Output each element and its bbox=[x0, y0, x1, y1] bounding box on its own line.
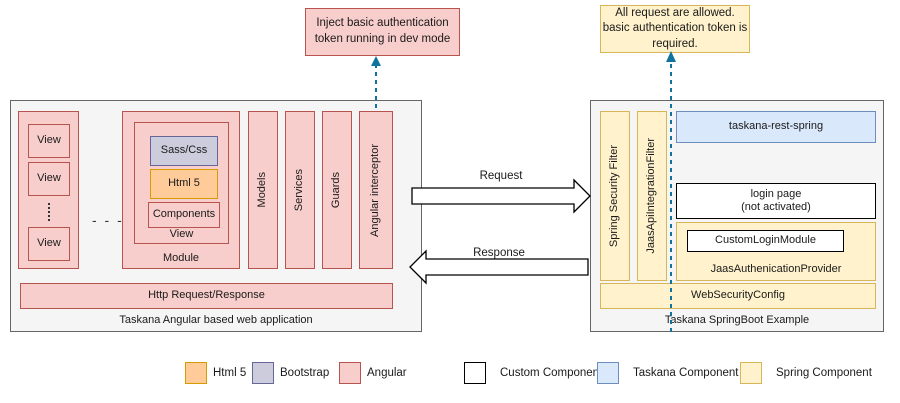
jaas-api-integration-filter-label: JaasApiIntegrationFilter bbox=[645, 138, 658, 254]
web-security-config-label: WebSecurityConfig bbox=[691, 289, 785, 302]
column-angular-interceptor-label: Angular interceptor bbox=[369, 143, 382, 237]
spring-security-filter-label: Spring Security Filter bbox=[608, 144, 621, 248]
custom-login-module-label: CustomLoginModule bbox=[715, 234, 816, 247]
legend-swatch-html5 bbox=[185, 362, 207, 384]
legend-label-bootstrap: Bootstrap bbox=[280, 367, 330, 379]
legend-item-html5: Html 5 bbox=[185, 362, 246, 384]
legend-item-bootstrap: Bootstrap bbox=[252, 362, 329, 384]
module-b-view-label: View bbox=[169, 228, 194, 240]
callout-left-text: Inject basic authentication token runnin… bbox=[314, 17, 451, 45]
module-separator-ellipsis: - - - bbox=[92, 212, 124, 228]
legend-label-angular: Angular bbox=[367, 367, 407, 379]
module-a-view-1[interactable]: View bbox=[28, 124, 70, 158]
spring-security-filter[interactable]: Spring Security Filter bbox=[600, 111, 630, 281]
http-request-response-bar[interactable]: Http Request/Response bbox=[20, 283, 393, 309]
legend-item-spring-component: Spring Component bbox=[740, 362, 872, 384]
login-page-line1: login page bbox=[750, 187, 802, 200]
taskana-rest-spring-label: taskana-rest-spring bbox=[728, 120, 824, 133]
components-box[interactable]: Components bbox=[148, 202, 220, 228]
legend-swatch-custom-component bbox=[464, 362, 486, 384]
legend-label-custom-component: Custom Component bbox=[500, 367, 603, 379]
left-panel-caption: Taskana Angular based web application bbox=[119, 314, 313, 326]
html5-label: Html 5 bbox=[168, 177, 200, 190]
custom-login-module[interactable]: CustomLoginModule bbox=[687, 230, 844, 252]
jaas-api-integration-filter[interactable]: JaasApiIntegrationFilter bbox=[637, 111, 667, 281]
request-arrow bbox=[411, 178, 591, 214]
callout-right-text: All request are allowed. basic authentic… bbox=[602, 6, 748, 50]
view-label: View bbox=[37, 237, 61, 250]
legend-swatch-angular bbox=[339, 362, 361, 384]
column-guards[interactable]: Guards bbox=[322, 111, 352, 269]
response-label: Response bbox=[473, 247, 525, 259]
column-services-label: Services bbox=[293, 168, 306, 212]
callout-right: All request are allowed. basic authentic… bbox=[600, 5, 750, 53]
http-bar-label: Http Request/Response bbox=[148, 289, 265, 302]
column-guards-label: Guards bbox=[330, 171, 343, 209]
callout-left: Inject basic authentication token runnin… bbox=[305, 8, 460, 56]
right-panel-caption: Taskana SpringBoot Example bbox=[664, 314, 810, 326]
html5-box[interactable]: Html 5 bbox=[150, 169, 218, 199]
module-a-view-2[interactable]: View bbox=[28, 162, 70, 196]
components-label: Components bbox=[152, 208, 216, 221]
sass-css-box[interactable]: Sass/Css bbox=[150, 136, 218, 166]
module-a-vertical-ellipsis bbox=[48, 203, 50, 221]
login-page-line2: (not activated) bbox=[741, 201, 811, 213]
legend-swatch-taskana-component bbox=[597, 362, 619, 384]
legend-item-custom-component: Custom Component bbox=[464, 362, 602, 384]
legend-label-html5: Html 5 bbox=[213, 367, 247, 379]
column-services[interactable]: Services bbox=[285, 111, 315, 269]
legend-swatch-bootstrap bbox=[252, 362, 274, 384]
module-a-view-3[interactable]: View bbox=[28, 227, 70, 261]
web-security-config[interactable]: WebSecurityConfig bbox=[600, 283, 876, 309]
request-label: Request bbox=[479, 170, 523, 182]
legend-label-spring-component: Spring Component bbox=[776, 367, 872, 379]
jaas-authentication-provider-label: JaasAuthenicationProvider bbox=[710, 263, 842, 275]
taskana-rest-spring[interactable]: taskana-rest-spring bbox=[676, 111, 876, 143]
view-label: View bbox=[37, 134, 61, 147]
view-label: View bbox=[37, 172, 61, 185]
module-b-label: Module bbox=[162, 252, 200, 264]
column-models-label: Models bbox=[256, 172, 269, 208]
login-page-box[interactable]: login page (not activated) bbox=[676, 183, 876, 219]
sass-css-label: Sass/Css bbox=[160, 144, 208, 157]
legend-label-taskana-component: Taskana Component bbox=[633, 367, 739, 379]
legend-swatch-spring-component bbox=[740, 362, 762, 384]
column-models[interactable]: Models bbox=[248, 111, 278, 269]
column-angular-interceptor[interactable]: Angular interceptor bbox=[359, 111, 393, 269]
legend-item-taskana-component: Taskana Component bbox=[597, 362, 738, 384]
legend-item-angular: Angular bbox=[339, 362, 407, 384]
